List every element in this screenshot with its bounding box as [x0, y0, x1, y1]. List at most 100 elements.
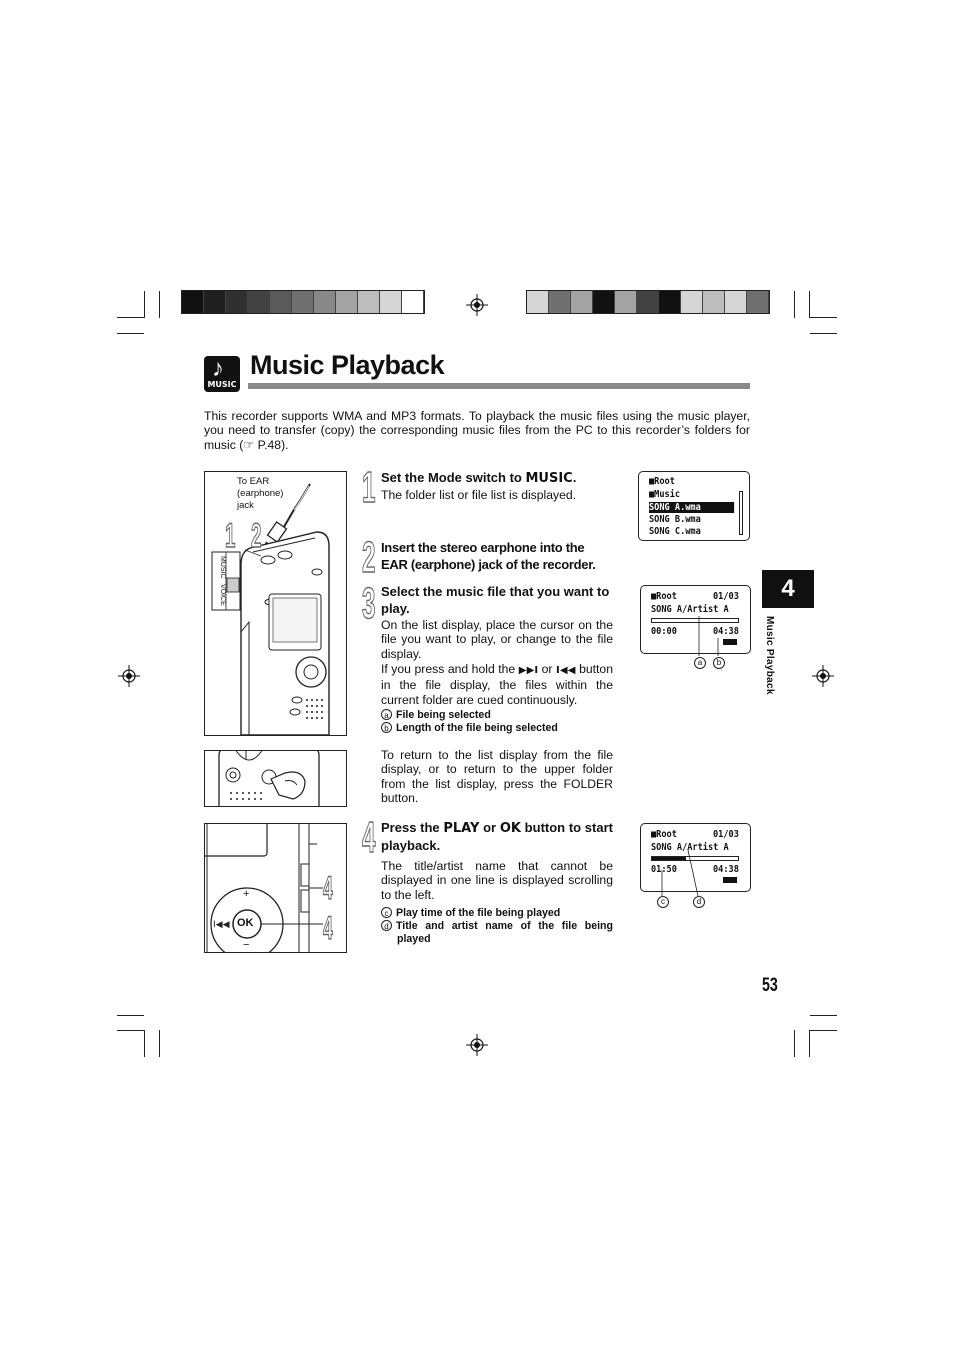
intro-paragraph: This recorder supports WMA and MP3 forma…	[204, 409, 750, 452]
registration-mark-left-icon	[118, 665, 140, 687]
caption-d-text: Title and artist name of the file being …	[396, 920, 613, 945]
lcd2-file-count: 01/03	[713, 591, 739, 602]
color-swatch	[270, 291, 292, 313]
lcd2-root-row: ■Root	[651, 591, 677, 602]
color-swatch	[314, 291, 336, 313]
lcd1-folder-row: ■Music	[649, 489, 680, 500]
step-1-heading-post: .	[572, 470, 577, 485]
lcd1-root-label: Root	[654, 476, 675, 487]
crop-mark	[810, 1015, 837, 1016]
caption-d-mark: d	[381, 920, 392, 931]
step-1-heading-pre: Set the Mode switch to	[381, 470, 526, 485]
step-2-number: 2	[362, 533, 376, 582]
callout-b: b	[713, 657, 725, 669]
lcd3-length: 04:38	[713, 864, 739, 875]
step-3-body-2-pre: If you press and hold the	[381, 662, 519, 676]
color-swatch	[204, 291, 226, 313]
color-swatch	[747, 291, 769, 313]
lcd2-length: 04:38	[713, 626, 739, 637]
step-1-number: 1	[362, 463, 376, 512]
folder-icon: ■	[651, 591, 657, 602]
crop-mark	[117, 317, 144, 318]
lcd3-callout-lines	[661, 849, 699, 897]
callout-c: c	[657, 896, 669, 908]
crop-mark	[144, 1030, 145, 1057]
step-3-body-2-post: button in the file display, the files wi…	[381, 662, 613, 707]
illustration-step-4b-label: 4	[323, 909, 334, 946]
color-swatch	[549, 291, 571, 313]
step-4-heading-mid: or	[479, 820, 500, 835]
lcd2-title: SONG A/Artist A	[651, 604, 729, 615]
lcd1-folder-label: Music	[654, 489, 681, 500]
color-swatch	[402, 291, 424, 313]
lcd3-file-count: 01/03	[713, 829, 739, 840]
crop-mark	[810, 1030, 837, 1031]
color-swatch	[380, 291, 402, 313]
folder-icon: ■	[649, 489, 655, 500]
step-1-mode-key: MUSIC	[525, 471, 573, 486]
lcd1-file-row: SONG B.wma	[649, 514, 701, 525]
crop-mark	[810, 333, 837, 334]
plus-label: +	[243, 888, 250, 900]
step-3-body-2: If you press and hold the ▶▶I or I◀◀ but…	[381, 662, 613, 707]
color-swatch	[593, 291, 615, 313]
fast-forward-key-icon: ▶▶I	[518, 665, 539, 676]
crop-mark	[809, 291, 810, 318]
crop-mark	[159, 1030, 160, 1057]
step-4-heading-pre: Press the	[381, 820, 444, 835]
callout-a: a	[694, 657, 706, 669]
crop-mark	[810, 317, 837, 318]
recorder-body-drawing	[211, 483, 330, 735]
color-bar-right	[526, 290, 770, 314]
lcd2-root-label: Root	[656, 591, 677, 602]
caption-c-text: Play time of the file being played	[396, 907, 561, 919]
caption-c: c Play time of the file being played	[381, 907, 613, 920]
play-ok-button-illustration: I◀◀ OK + − 4 4	[204, 823, 347, 953]
lcd1-scrollbar	[739, 491, 743, 535]
caption-a-text: File being selected	[396, 709, 491, 721]
ok-key-label: OK	[499, 821, 521, 836]
folder-icon: ■	[651, 829, 657, 840]
caption-c-mark: c	[381, 907, 392, 918]
registration-mark-right-icon	[812, 665, 834, 687]
step-4-number: 4	[362, 813, 376, 862]
color-swatch	[248, 291, 270, 313]
music-icon-label: MUSIC	[207, 380, 237, 389]
jack-label-line3: jack	[237, 500, 254, 511]
caption-b-text: Length of the file being selected	[396, 722, 558, 734]
step-4-body: The title/artist name that cannot be dis…	[381, 859, 613, 902]
callout-d: d	[693, 896, 705, 908]
switch-voice-label: VOICE	[219, 584, 226, 606]
crop-mark	[117, 1030, 144, 1031]
crop-mark	[794, 1030, 795, 1057]
jack-label-line1: To EAR	[237, 476, 270, 487]
music-note-icon: ♪	[212, 355, 224, 382]
registration-mark-top-icon	[466, 294, 488, 316]
ok-pad-drawing: I◀◀	[205, 824, 323, 952]
color-swatch	[615, 291, 637, 313]
lcd1-file-row: SONG C.wma	[649, 526, 701, 537]
color-swatch	[292, 291, 314, 313]
color-swatch	[659, 291, 681, 313]
folder-return-note: To return to the list display from the f…	[381, 748, 613, 806]
color-bar-left	[181, 290, 425, 314]
recorder-earphone-illustration: To EAR (earphone) jack	[204, 471, 347, 736]
title-rule	[248, 383, 750, 389]
lcd-playback-display: ■Root 01/03 SONG A/Artist A 01:50 04:38	[640, 823, 751, 892]
crop-mark	[117, 333, 144, 334]
lcd3-root-row: ■Root	[651, 829, 677, 840]
color-swatch	[571, 291, 593, 313]
color-swatch	[182, 291, 204, 313]
registration-mark-bottom-icon	[466, 1034, 488, 1056]
lcd3-time: 01:50	[651, 864, 677, 875]
jack-label-line2: (earphone)	[237, 488, 284, 499]
step-3-body-2-mid: or	[538, 662, 557, 676]
crop-mark	[117, 1015, 144, 1016]
play-key-label: PLAY	[443, 821, 480, 836]
battery-icon	[723, 877, 737, 883]
step-4-heading: Press the PLAY or OK button to start pla…	[381, 819, 613, 854]
illustration-step-4a-label: 4	[323, 869, 334, 906]
illustration-step-1-label: 1	[225, 516, 236, 555]
